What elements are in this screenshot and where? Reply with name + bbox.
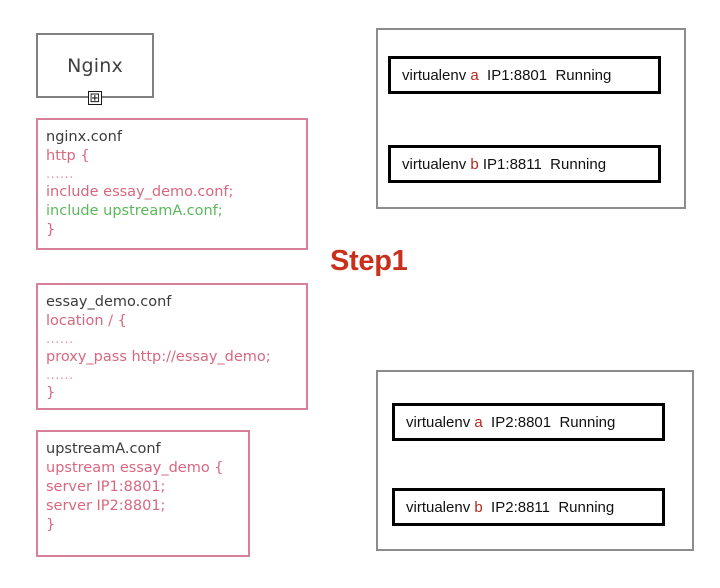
- config-line: }: [46, 517, 56, 533]
- virtualenv-instance-row[interactable]: virtualenv b IP2:8811 Running: [392, 488, 665, 526]
- config-line: http {: [46, 148, 90, 164]
- venv-prefix: virtualenv: [406, 498, 475, 516]
- config-title: essay_demo.conf: [46, 294, 172, 310]
- nginx-node-label: Nginx: [67, 54, 123, 77]
- config-title: upstreamA.conf: [46, 441, 161, 457]
- venv-address: IP2:8811: [482, 498, 559, 516]
- config-line: include upstreamA.conf;: [46, 203, 223, 219]
- venv-prefix: virtualenv: [402, 66, 471, 84]
- config-line-ellipsis: ......: [46, 368, 74, 383]
- config-line: location / {: [46, 313, 127, 329]
- venv-letter: a: [470, 66, 479, 84]
- config-line-ellipsis: ......: [46, 332, 74, 347]
- venv-prefix: virtualenv: [402, 155, 471, 173]
- config-line: server IP2:8801;: [46, 498, 166, 514]
- venv-letter: b: [474, 498, 483, 516]
- venv-status: Running: [559, 413, 616, 431]
- config-line-ellipsis: ......: [46, 167, 74, 182]
- nginx-node[interactable]: Nginx: [36, 33, 154, 98]
- venv-status: Running: [558, 498, 615, 516]
- venv-address: IP1:8811: [478, 155, 551, 173]
- venv-letter: a: [474, 413, 483, 431]
- config-line: server IP1:8801;: [46, 479, 166, 495]
- virtualenv-instance-row[interactable]: virtualenv a IP2:8801 Running: [392, 403, 665, 441]
- config-title: nginx.conf: [46, 129, 122, 145]
- venv-letter: b: [470, 155, 479, 173]
- venv-status: Running: [555, 66, 612, 84]
- step-label: Step1: [330, 245, 408, 277]
- config-line: }: [46, 222, 56, 238]
- virtualenv-instance-row[interactable]: virtualenv a IP1:8801 Running: [388, 56, 661, 94]
- venv-address: IP2:8801: [482, 413, 560, 431]
- virtualenv-instance-row[interactable]: virtualenv b IP1:8811 Running: [388, 145, 661, 183]
- config-box-nginx-conf[interactable]: nginx.conf http { ...... include essay_d…: [36, 118, 308, 250]
- config-box-essay-demo-conf[interactable]: essay_demo.conf location / { ...... prox…: [36, 283, 308, 410]
- venv-status: Running: [550, 155, 607, 173]
- venv-address: IP1:8801: [478, 66, 556, 84]
- config-line: upstream essay_demo {: [46, 460, 224, 476]
- collapse-plus-icon[interactable]: ⊞: [88, 90, 102, 106]
- venv-prefix: virtualenv: [406, 413, 475, 431]
- config-line: }: [46, 385, 56, 401]
- config-line: proxy_pass http://essay_demo;: [46, 349, 271, 365]
- config-box-upstreama-conf[interactable]: upstreamA.conf upstream essay_demo { ser…: [36, 430, 250, 557]
- config-line: include essay_demo.conf;: [46, 184, 234, 200]
